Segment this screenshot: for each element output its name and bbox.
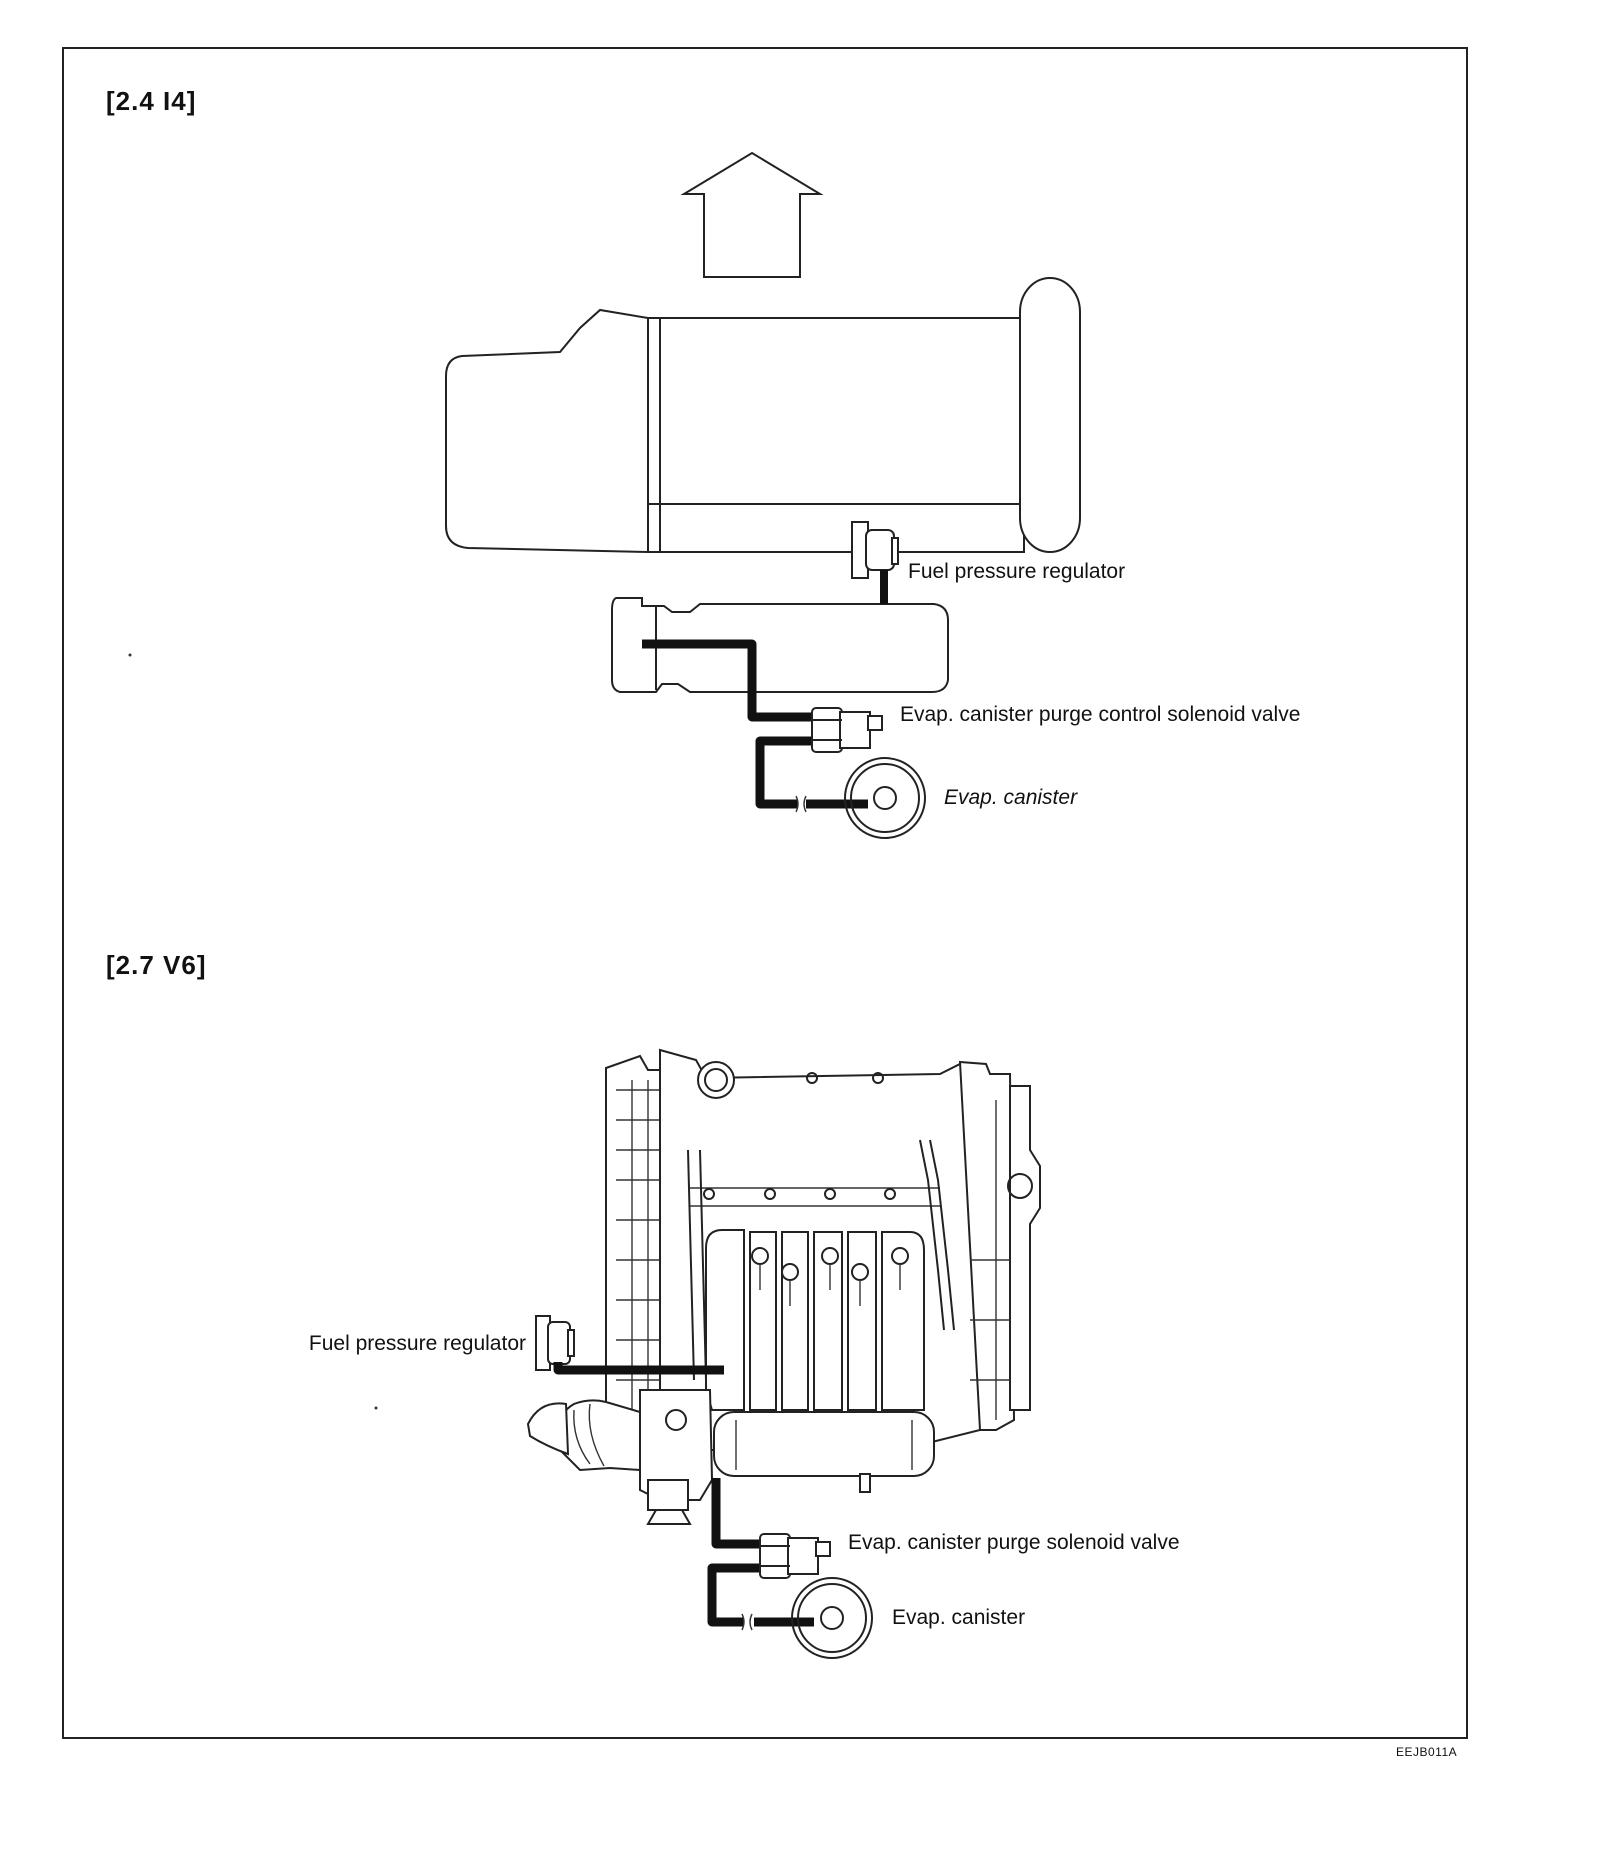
- i4-purge-control-solenoid-valve: [811, 707, 883, 753]
- i4-purge-valve-label: Evap. canister purge control solenoid va…: [900, 703, 1300, 726]
- i4-fuel-pressure-regulator-label: Fuel pressure regulator: [908, 560, 1125, 583]
- v6-canister-label: Evap. canister: [892, 1606, 1025, 1629]
- v6-throttle-body: [526, 1389, 714, 1525]
- i4-engine-body: [647, 317, 1025, 553]
- v6-purge-valve-label: Evap. canister purge solenoid valve: [848, 1531, 1180, 1554]
- i4-canister-label: Evap. canister: [944, 786, 1078, 809]
- v6-diagram: Fuel pressure regulator Evap. canister p…: [309, 1048, 1180, 1659]
- v6-purge-hose: [711, 1478, 762, 1549]
- v6-intake-plenum: [713, 1411, 935, 1477]
- v6-canister-hose: [707, 1563, 762, 1627]
- section-title-v6: [2.7 V6]: [106, 950, 207, 980]
- v6-purge-solenoid-valve: [759, 1533, 831, 1579]
- figure-code: EEJB011A: [1396, 1745, 1458, 1759]
- v6-fuel-pressure-regulator-label: Fuel pressure regulator: [309, 1332, 526, 1355]
- v6-dipstick-tube: [687, 1149, 707, 1381]
- up-arrow-icon: [680, 151, 824, 278]
- v6-fuel-pressure-regulator: [535, 1315, 575, 1371]
- v6-evap-canister: [791, 1577, 873, 1659]
- i4-evap-canister: [844, 757, 926, 839]
- i4-pulley: [1019, 277, 1081, 553]
- i4-intake-plenum: [611, 597, 949, 693]
- v6-intake-runners: [705, 1229, 925, 1411]
- i4-engine-housing: [445, 308, 649, 554]
- section-title-i4: [2.4 I4]: [106, 86, 197, 116]
- v6-oil-filler-cap: [697, 1061, 735, 1099]
- v6-fuel-regulator-hose: [553, 1362, 724, 1375]
- diagram-frame: [62, 47, 1468, 1739]
- i4-purge-hose: [642, 639, 814, 722]
- i4-diagram: Fuel pressure regulator Evap. canister p…: [445, 151, 1300, 839]
- i4-fuel-pressure-regulator: [851, 521, 899, 604]
- i4-canister-hose: [755, 736, 814, 809]
